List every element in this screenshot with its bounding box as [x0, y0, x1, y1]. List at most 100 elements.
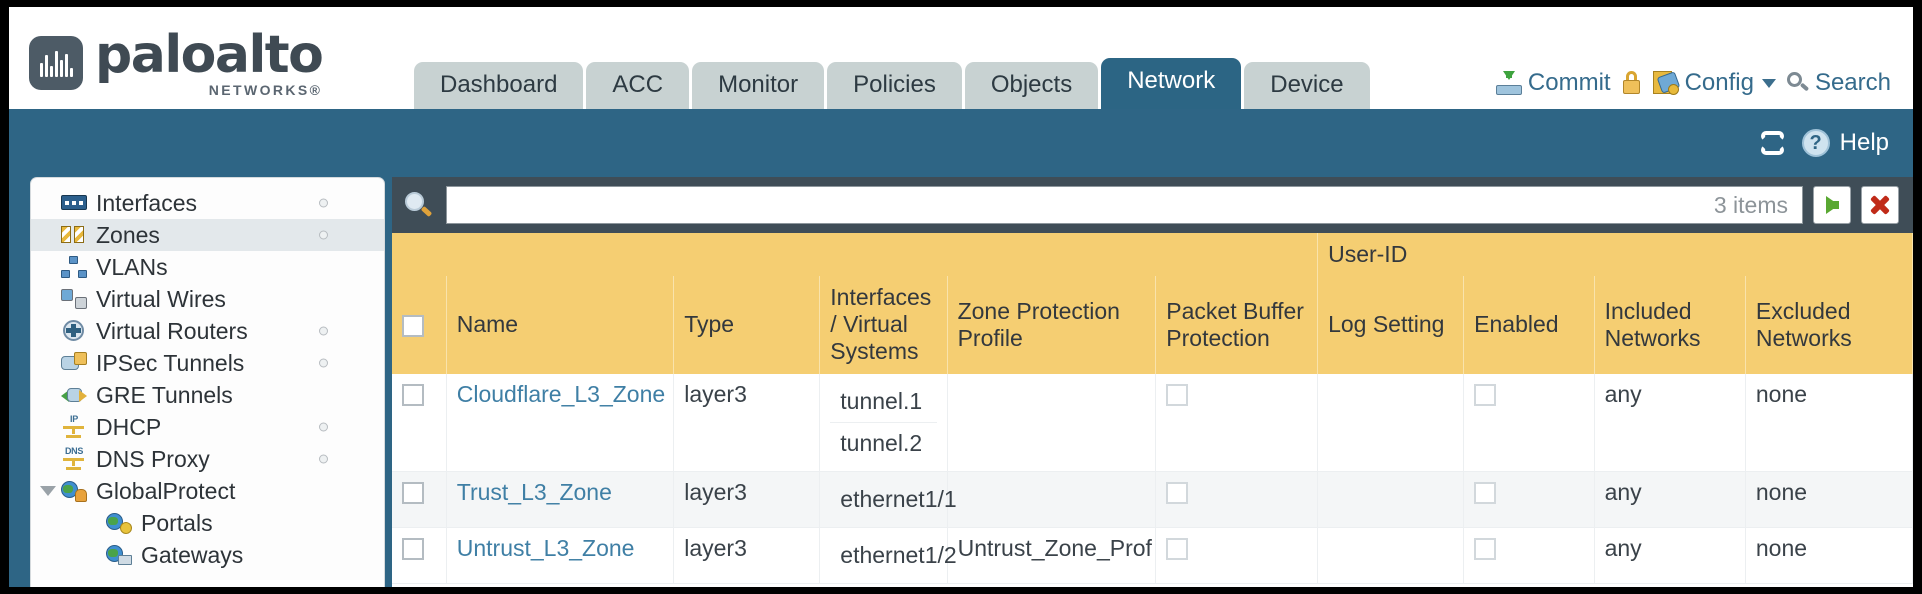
column-header-packet-buffer-protection[interactable]: Packet Buffer Protection	[1155, 276, 1319, 374]
row-select-cell[interactable]	[392, 527, 447, 584]
userid-enabled-checkbox[interactable]	[1474, 384, 1497, 407]
main-content: 3 items	[392, 177, 1913, 587]
select-all-checkbox[interactable]	[402, 315, 424, 338]
search-icon	[1786, 72, 1810, 94]
table-row[interactable]: Cloudflare_L3_Zone layer3 tunnel.1 tunne…	[392, 373, 1913, 472]
column-header-excluded-networks[interactable]: Excluded Networks	[1745, 276, 1913, 374]
cell-zone-protection-profile: Untrust_Zone_Prof	[947, 527, 1157, 584]
userid-enabled-checkbox[interactable]	[1474, 538, 1497, 561]
sidebar-label: Zones	[96, 221, 160, 248]
sidebar-label: Virtual Routers	[96, 317, 248, 344]
search-button[interactable]: Search	[1786, 69, 1891, 97]
tab-policies[interactable]: Policies	[827, 62, 962, 109]
column-header-interfaces[interactable]: Interfaces / Virtual Systems	[819, 276, 948, 374]
table-body: Cloudflare_L3_Zone layer3 tunnel.1 tunne…	[392, 373, 1913, 584]
cell-log-setting	[1317, 373, 1465, 472]
search-label: Search	[1814, 69, 1891, 96]
status-dot	[319, 422, 328, 432]
cell-interfaces: ethernet1/2	[819, 527, 957, 584]
zones-table-container: User-ID Name Type Interfaces / Virtual S…	[392, 233, 1913, 587]
globalprotect-icon	[61, 480, 87, 502]
sidebar-item-dns-proxy[interactable]: DNS DNS Proxy	[31, 443, 384, 475]
column-header-log-setting[interactable]: Log Setting	[1317, 276, 1465, 374]
tab-acc[interactable]: ACC	[586, 62, 690, 109]
cell-packet-buffer-protection[interactable]	[1155, 527, 1319, 584]
config-label: Config	[1684, 69, 1754, 96]
table-row[interactable]: Trust_L3_Zone layer3 ethernet1/1	[392, 471, 1913, 528]
tab-objects[interactable]: Objects	[964, 62, 1099, 109]
sidebar-item-gateways[interactable]: Gateways	[31, 539, 384, 571]
commit-button[interactable]: Commit	[1495, 69, 1611, 97]
table-group-header-row: User-ID	[392, 233, 1913, 277]
cell-excluded-networks: none	[1745, 373, 1913, 472]
virtual-routers-icon	[61, 320, 87, 342]
column-header-included-networks[interactable]: Included Networks	[1594, 276, 1746, 374]
zone-link[interactable]: Cloudflare_L3_Zone	[456, 380, 666, 407]
interface-entry: tunnel.2	[840, 429, 923, 456]
chevron-down-icon[interactable]	[40, 486, 56, 496]
header-toolbar: Commit Config Search	[1495, 69, 1891, 97]
logo-text: paloalto NETWORKS®	[95, 25, 324, 98]
apply-filter-icon	[1825, 196, 1839, 214]
cell-name[interactable]: Cloudflare_L3_Zone	[446, 373, 675, 472]
sidebar-item-ipsec-tunnels[interactable]: IPSec Tunnels	[31, 347, 384, 379]
cell-log-setting	[1317, 527, 1465, 584]
select-all-header[interactable]	[392, 276, 447, 374]
cell-userid-enabled[interactable]	[1463, 373, 1595, 472]
cell-name[interactable]: Trust_L3_Zone	[446, 471, 675, 528]
tab-dashboard[interactable]: Dashboard	[414, 62, 584, 109]
tab-device[interactable]: Device	[1244, 62, 1370, 109]
userid-enabled-checkbox[interactable]	[1474, 482, 1497, 505]
packet-buffer-protection-checkbox[interactable]	[1166, 538, 1189, 561]
sidebar-item-globalprotect[interactable]: GlobalProtect	[31, 475, 384, 507]
sidebar-item-interfaces[interactable]: Interfaces	[31, 187, 384, 219]
brand-tagline: NETWORKS®	[208, 82, 323, 98]
apply-filter-button[interactable]	[1813, 186, 1851, 224]
sidebar-item-portals[interactable]: Portals	[31, 507, 384, 539]
column-header-type[interactable]: Type	[673, 276, 821, 374]
help-button[interactable]: ? Help	[1801, 129, 1889, 157]
cell-packet-buffer-protection[interactable]	[1155, 471, 1319, 528]
zone-link[interactable]: Trust_L3_Zone	[456, 478, 612, 505]
sidebar-item-zones[interactable]: Zones	[31, 219, 384, 251]
packet-buffer-protection-checkbox[interactable]	[1166, 482, 1189, 505]
tab-network[interactable]: Network	[1101, 58, 1242, 109]
status-dot	[319, 326, 328, 336]
row-checkbox[interactable]	[402, 384, 424, 407]
cell-name[interactable]: Untrust_L3_Zone	[446, 527, 675, 584]
sidebar-item-virtual-wires[interactable]: Virtual Wires	[31, 283, 384, 315]
row-select-cell[interactable]	[392, 471, 447, 528]
search-input[interactable]: 3 items	[446, 186, 1803, 224]
portals-icon	[106, 512, 132, 534]
column-header-zone-protection-profile[interactable]: Zone Protection Profile	[947, 276, 1157, 374]
dns-proxy-icon: DNS	[61, 447, 87, 470]
cell-userid-enabled[interactable]	[1463, 527, 1595, 584]
column-header-enabled[interactable]: Enabled	[1463, 276, 1595, 374]
clear-filter-button[interactable]	[1861, 186, 1899, 224]
zone-link[interactable]: Untrust_L3_Zone	[456, 534, 635, 561]
ipsec-tunnels-icon	[61, 352, 87, 374]
group-header-spacer	[392, 233, 1319, 277]
unlock-button[interactable]	[1622, 71, 1642, 95]
table-row[interactable]: Untrust_L3_Zone layer3 ethernet1/2 Untru…	[392, 527, 1913, 584]
status-dot	[319, 198, 328, 208]
packet-buffer-protection-checkbox[interactable]	[1166, 384, 1189, 407]
cell-included-networks: any	[1594, 373, 1746, 472]
row-checkbox[interactable]	[402, 538, 424, 561]
row-checkbox[interactable]	[402, 482, 424, 505]
column-header-name[interactable]: Name	[446, 276, 675, 374]
row-select-cell[interactable]	[392, 373, 447, 472]
config-menu[interactable]: Config	[1652, 69, 1776, 97]
sidebar-item-gre-tunnels[interactable]: GRE Tunnels	[31, 379, 384, 411]
cell-userid-enabled[interactable]	[1463, 471, 1595, 528]
zones-table: User-ID Name Type Interfaces / Virtual S…	[392, 233, 1913, 584]
sidebar-item-virtual-routers[interactable]: Virtual Routers	[31, 315, 384, 347]
brand-name: paloalto	[95, 25, 324, 85]
config-icon	[1652, 71, 1680, 95]
cell-packet-buffer-protection[interactable]	[1155, 373, 1319, 472]
sidebar-item-dhcp[interactable]: IP DHCP	[31, 411, 384, 443]
refresh-icon[interactable]	[1759, 131, 1786, 155]
sidebar-item-vlans[interactable]: VLANs	[31, 251, 384, 283]
tab-monitor[interactable]: Monitor	[692, 62, 825, 109]
